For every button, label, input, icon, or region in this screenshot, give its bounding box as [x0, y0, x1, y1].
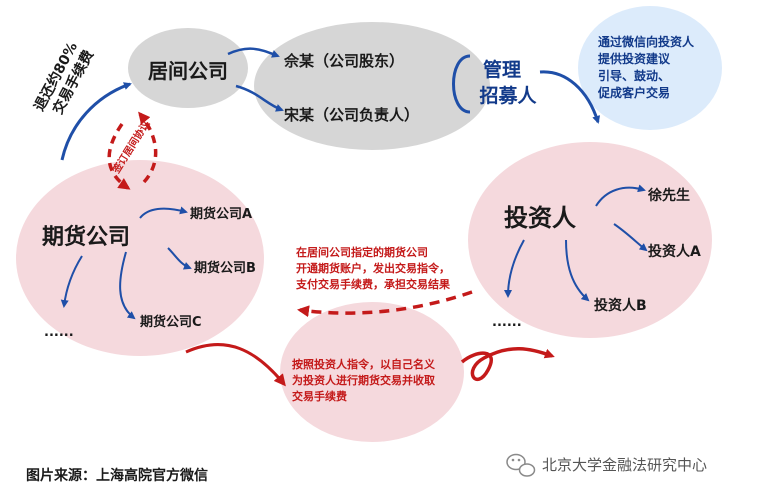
arrow-agreement-dashed-back — [138, 111, 158, 184]
broker-label: 居间公司 — [148, 59, 228, 83]
arrow-investors-to-b — [565, 239, 590, 302]
wechat-line-4: 促成客户交易 — [597, 85, 670, 100]
arrow-broker-to-she — [227, 47, 280, 58]
middle-line-2: 开通期货账户，发出交易指令， — [296, 261, 450, 275]
arrow-futures-to-more — [60, 255, 83, 308]
arrow-instruction-to-investors-loop — [460, 347, 555, 382]
manage-label-1: 管理 — [483, 58, 521, 81]
investors-more-label: ...... — [492, 315, 522, 330]
bottom-line-2: 为投资人进行期货交易并收取 — [292, 373, 435, 387]
futures-c-label: 期货公司C — [140, 314, 202, 330]
arrow-futures-to-b — [167, 247, 192, 270]
rebate-label: 退还约80% 交易手续费 — [31, 39, 98, 117]
bottom-line-1: 按照投资人指令，以自己名义 — [292, 357, 436, 371]
manage-label-2: 招募人 — [479, 84, 537, 107]
futures-a-label: 期货公司A — [190, 206, 252, 222]
middle-line-1: 在居间公司指定的期货公司 — [296, 245, 428, 259]
arrow-investors-to-a — [613, 223, 648, 252]
wechat-logo-icon — [506, 453, 536, 477]
source-caption: 图片来源：上海高院官方微信 — [26, 467, 208, 484]
investor-a-label: 投资人A — [648, 243, 701, 260]
bottom-line-3: 交易手续费 — [292, 389, 347, 403]
broker-bubble — [128, 28, 248, 108]
arrow-investors-to-futures-dashed — [297, 290, 473, 318]
bracket-manage — [452, 54, 471, 114]
wechat-line-3: 引导、鼓动、 — [598, 68, 670, 83]
song-label: 宋某（公司负责人） — [283, 106, 419, 124]
arrow-investors-to-more — [504, 239, 525, 298]
wechat-bubble — [578, 6, 722, 130]
arrow-investors-to-xu — [595, 184, 646, 207]
arrow-futures-to-c — [119, 251, 136, 320]
middle-line-3: 支付交易手续费，承担交易结果 — [295, 277, 450, 291]
futures-more-label: ...... — [44, 325, 74, 340]
futures-bubble — [16, 160, 264, 356]
arrow-broker-to-song — [235, 84, 284, 112]
instruction-bubble — [280, 302, 464, 442]
arrow-manage-to-wechat — [539, 70, 601, 124]
people-bubble — [254, 22, 490, 150]
arrow-futures-to-broker — [60, 82, 132, 161]
arrow-futures-to-instruction — [185, 343, 286, 387]
investors-label: 投资人 — [504, 204, 576, 232]
watermark-text: 北京大学金融法研究中心 — [542, 456, 707, 474]
wechat-line-1: 通过微信向投资人 — [598, 34, 695, 49]
wechat-line-2: 提供投资建议 — [598, 51, 671, 66]
investor-b-label: 投资人B — [594, 297, 647, 314]
futures-b-label: 期货公司B — [194, 260, 256, 276]
futures-label: 期货公司 — [42, 224, 130, 250]
she-label: 佘某（公司股东） — [283, 52, 404, 70]
investors-bubble — [468, 142, 712, 338]
xu-label: 徐先生 — [647, 187, 690, 204]
arrow-futures-to-a — [139, 206, 188, 219]
